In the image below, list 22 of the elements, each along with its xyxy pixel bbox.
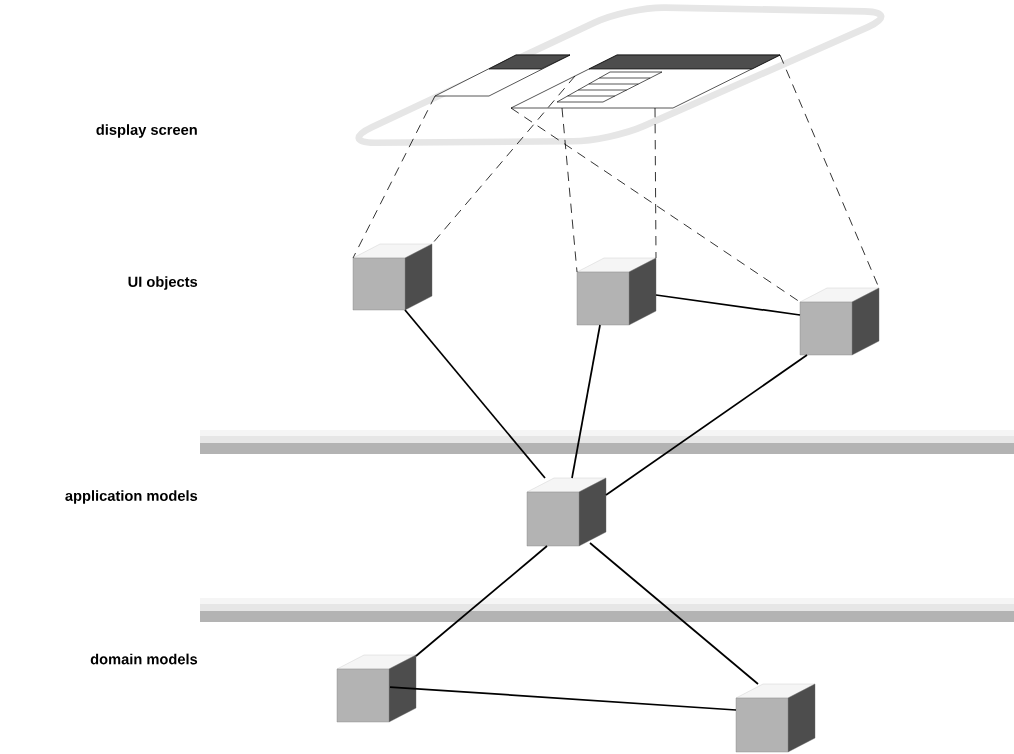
cube-drawing — [336, 654, 417, 723]
layer-label: display screen — [96, 124, 197, 138]
connector-line — [589, 542, 759, 685]
connector-line — [571, 324, 601, 479]
layer-label: application models — [65, 490, 198, 504]
connector-line — [605, 354, 808, 496]
cube-drawing — [352, 243, 433, 311]
connector-line — [561, 107, 578, 273]
cube-drawing — [735, 683, 816, 753]
connector-line — [654, 107, 657, 259]
connector-line — [389, 686, 737, 711]
connector-line — [352, 95, 436, 259]
connector-line — [431, 75, 576, 245]
cube-drawing — [576, 257, 657, 326]
cube-drawing — [799, 287, 880, 356]
connector-line — [404, 309, 546, 479]
connector-line — [415, 545, 548, 657]
connector-line — [655, 294, 801, 316]
layer-label: domain models — [90, 653, 198, 665]
connector-line — [510, 107, 801, 303]
layer-label: UI objects — [128, 276, 198, 290]
cube-drawing — [526, 477, 607, 547]
